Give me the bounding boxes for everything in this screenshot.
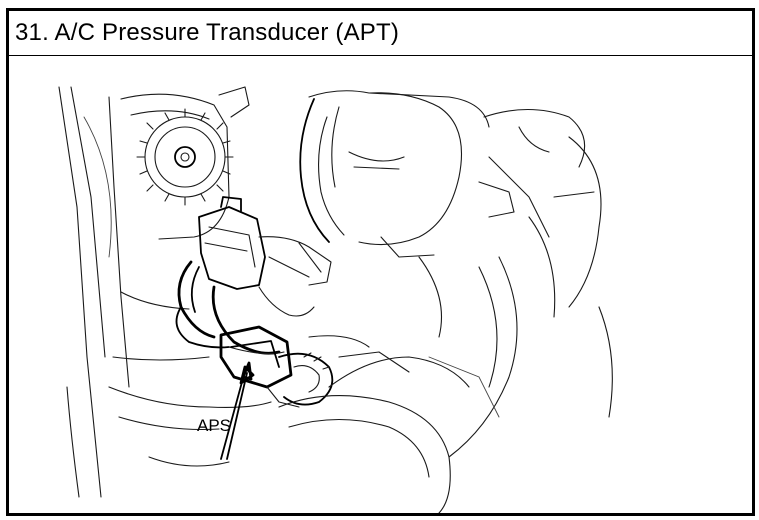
engine-bay-illustration [58, 86, 613, 513]
connector-assembly [198, 196, 332, 290]
cylinder-housing [299, 90, 490, 258]
lower-components [108, 306, 613, 513]
aps-callout-label: APS [197, 416, 232, 435]
title-bar: 31. A/C Pressure Transducer (APT) [9, 11, 752, 56]
gear-icon [136, 108, 234, 206]
page-title: 31. A/C Pressure Transducer (APT) [15, 19, 400, 46]
left-frame-lines [58, 86, 210, 498]
callout-leader [220, 361, 253, 460]
right-components [418, 108, 602, 458]
diagram-frame: 31. A/C Pressure Transducer (APT) [6, 8, 755, 516]
wiring-harness [175, 260, 315, 355]
